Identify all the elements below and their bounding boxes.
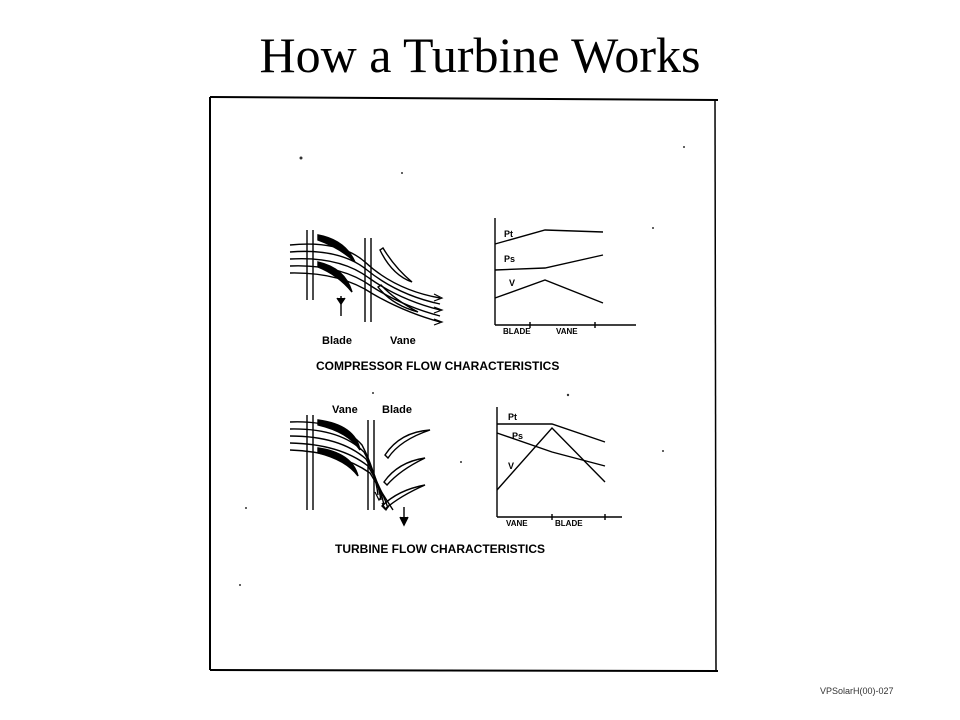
compressor-chart bbox=[494, 218, 636, 328]
turbine-x-label-blade: BLADE bbox=[555, 519, 583, 528]
turbine-chart bbox=[496, 407, 622, 520]
turbine-v-label: V bbox=[508, 461, 514, 471]
compressor-pt-line bbox=[494, 229, 604, 245]
slide-footer-code: VPSolarH(00)-027 bbox=[820, 686, 894, 696]
turbine-vane-label: Vane bbox=[332, 404, 358, 416]
turbine-caption: TURBINE FLOW CHARACTERISTICS bbox=[335, 542, 545, 556]
compressor-cascade-drawing bbox=[289, 230, 444, 326]
compressor-v-line bbox=[494, 279, 604, 304]
compressor-pt-label: Pt bbox=[504, 229, 513, 239]
compressor-ps-label: Ps bbox=[504, 254, 515, 264]
compressor-ps-line bbox=[494, 254, 604, 271]
slide-title: How a Turbine Works bbox=[259, 27, 701, 83]
turbine-cascade-drawing bbox=[289, 415, 431, 527]
compressor-v-label: V bbox=[509, 278, 515, 288]
turbine-x-label-vane: VANE bbox=[506, 519, 528, 528]
compressor-vane-label: Vane bbox=[390, 335, 416, 347]
turbine-ps-line bbox=[496, 432, 606, 467]
turbine-ps-label: Ps bbox=[512, 431, 523, 441]
scan-speckles bbox=[239, 146, 685, 586]
turbine-blade-label: Blade bbox=[382, 404, 412, 416]
compressor-caption: COMPRESSOR FLOW CHARACTERISTICS bbox=[316, 359, 559, 373]
scanned-page-frame bbox=[209, 96, 719, 672]
turbine-pt-line bbox=[497, 423, 606, 443]
turbine-pt-label: Pt bbox=[508, 412, 517, 422]
compressor-x-label-blade: BLADE bbox=[503, 327, 531, 336]
turbine-v-line bbox=[496, 426, 606, 491]
compressor-x-label-vane: VANE bbox=[556, 327, 578, 336]
compressor-blade-label: Blade bbox=[322, 335, 352, 347]
